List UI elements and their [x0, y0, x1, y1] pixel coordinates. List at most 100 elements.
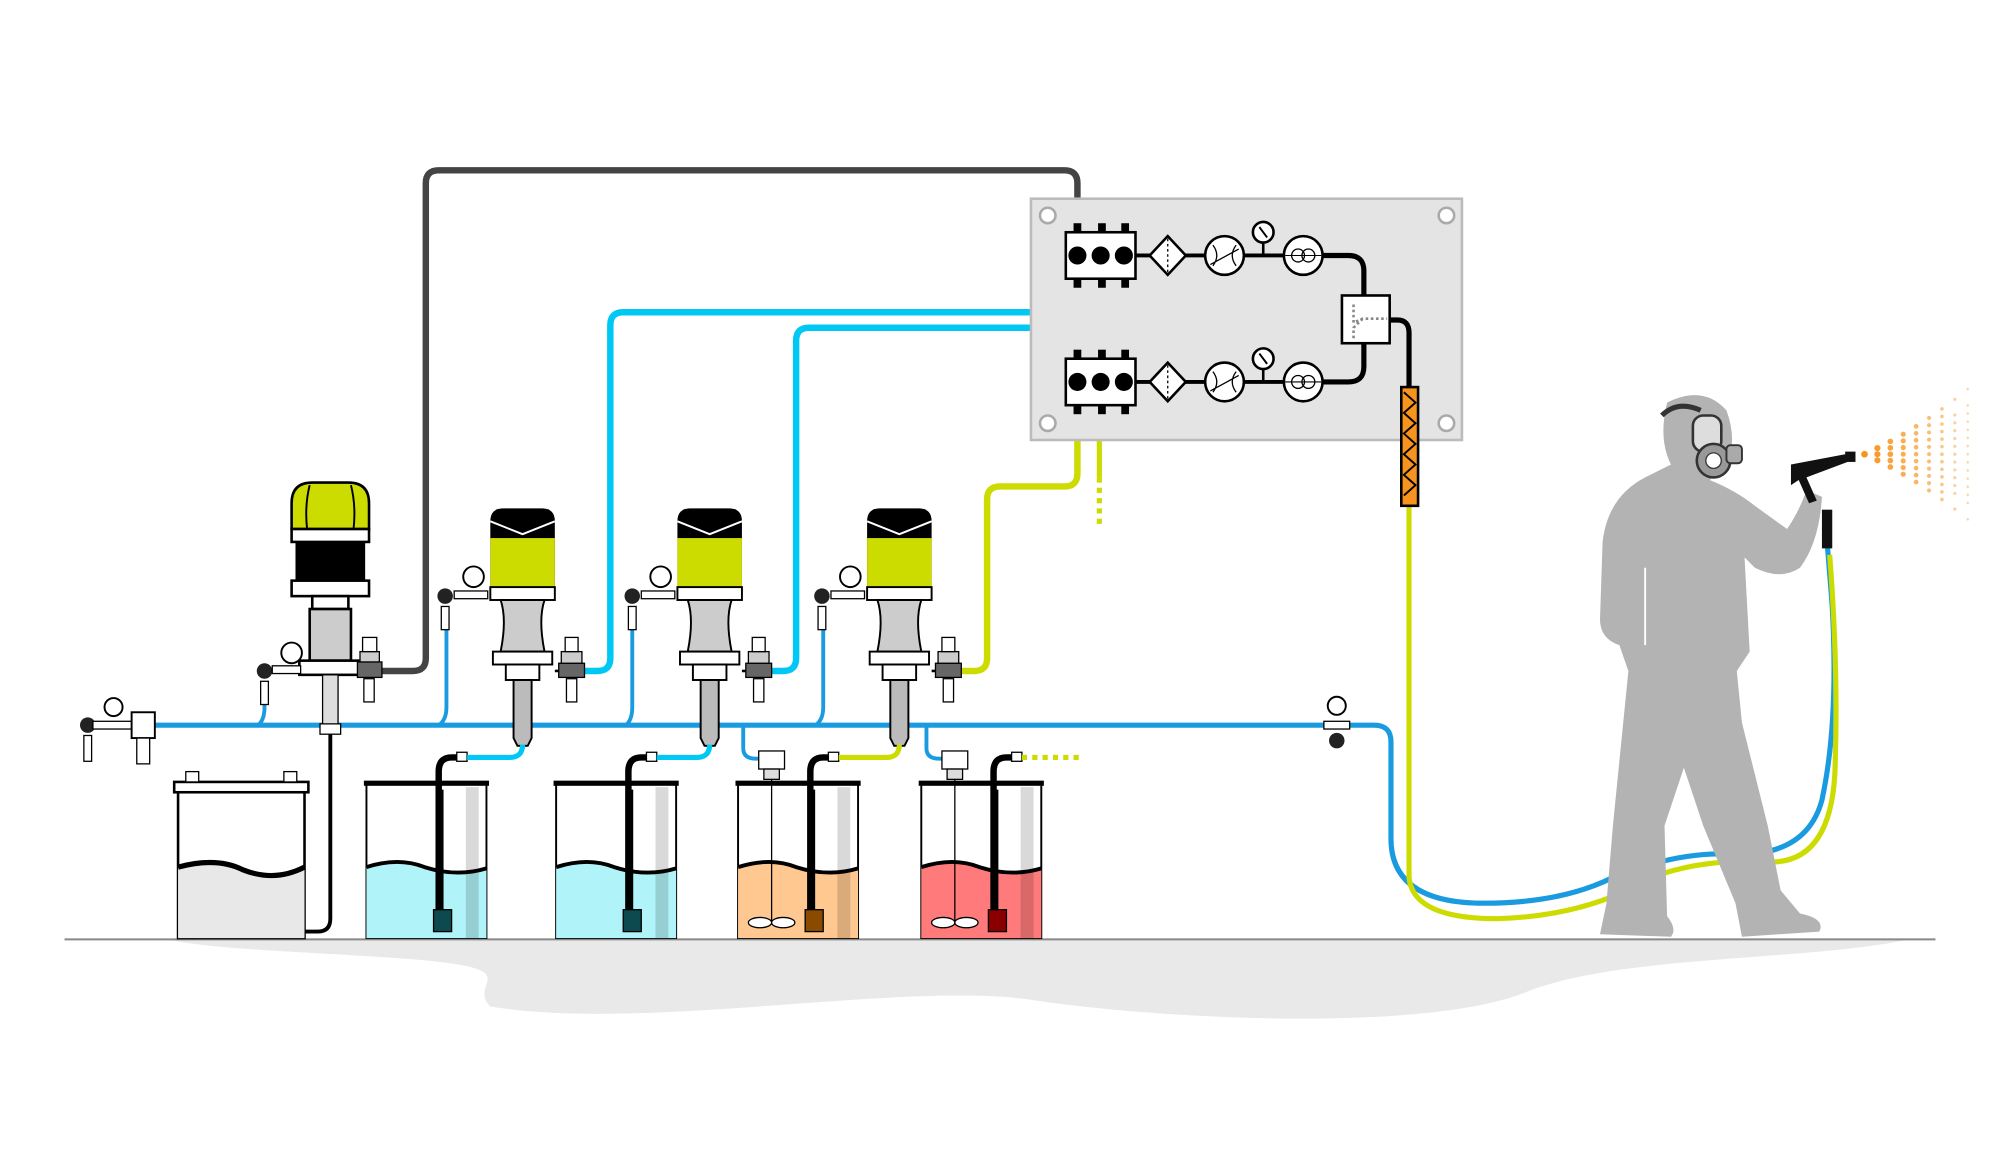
agitator-icon	[747, 750, 796, 929]
mix-manifold-icon	[1064, 349, 1137, 415]
spray-droplet	[1926, 466, 1932, 471]
spray-droplet	[1966, 387, 1970, 391]
spray-droplet	[1940, 482, 1944, 487]
spray-droplet	[1913, 472, 1919, 478]
spray-droplet	[1940, 429, 1944, 434]
material-line-3	[957, 402, 1081, 675]
spray-droplet	[1953, 397, 1957, 401]
spray-droplet	[1900, 438, 1906, 444]
spray-droplet	[1940, 475, 1944, 479]
spray-droplet	[1913, 430, 1919, 436]
spray-gun-icon	[1790, 451, 1856, 549]
tank-5	[918, 750, 1082, 940]
spray-droplet	[1887, 438, 1894, 445]
spray-droplet	[1900, 464, 1906, 471]
spray-droplet	[1913, 458, 1919, 464]
spray-droplet	[1953, 444, 1957, 448]
spray-droplet	[1953, 460, 1957, 464]
spray-droplet	[1966, 501, 1970, 505]
spray-droplet	[1926, 430, 1932, 435]
spray-droplet	[1966, 420, 1970, 423]
spray-droplet	[1953, 413, 1957, 417]
tank-1	[172, 770, 310, 940]
spray-droplet	[1874, 451, 1881, 458]
pressure-gauge-icon	[1323, 695, 1351, 749]
spray-droplet	[1861, 450, 1868, 458]
pressure-gauge-icon	[1251, 347, 1275, 382]
spray-droplet	[1940, 422, 1944, 426]
pump-icon	[437, 508, 586, 747]
spray-droplet	[1887, 444, 1894, 451]
respirator-icon	[1660, 403, 1743, 479]
row-bottom	[1064, 347, 1324, 415]
spray-droplet	[1913, 451, 1919, 457]
spray-droplet	[1953, 507, 1957, 511]
pump-icon	[814, 508, 962, 747]
spray-droplet	[1966, 428, 1970, 432]
spray-droplet	[1953, 483, 1957, 488]
spray-droplet	[1926, 437, 1932, 442]
tank-2	[363, 744, 526, 940]
spray-droplet	[1913, 437, 1919, 443]
spray-droplet	[1966, 493, 1970, 497]
static-mixer-icon	[1400, 385, 1420, 508]
spray-droplet	[1953, 436, 1957, 441]
spray-droplet	[1940, 414, 1944, 419]
spray-droplet	[1913, 424, 1919, 429]
row-top	[1064, 220, 1324, 288]
spray-droplet	[1926, 488, 1932, 493]
floor-shadow	[167, 939, 1910, 1019]
spray-droplet	[1940, 452, 1944, 456]
control-panel	[1029, 197, 1464, 442]
filter-icon	[1147, 360, 1188, 404]
spray-droplet	[1966, 485, 1970, 489]
spray-droplet	[1913, 444, 1919, 450]
pressure-gauge-icon	[1251, 220, 1275, 256]
spray-droplet	[1940, 437, 1944, 441]
regulator-icon	[80, 697, 156, 765]
spray-droplet	[1940, 407, 1944, 411]
mix-manifold-icon	[1064, 223, 1137, 288]
spray-droplet	[1940, 444, 1944, 449]
spray-droplet	[1966, 412, 1970, 415]
spray-droplet	[1940, 467, 1944, 472]
spray-droplet	[1926, 444, 1932, 449]
spray-droplet	[1913, 479, 1919, 485]
spray-droplet	[1900, 458, 1906, 464]
spray-droplet	[1900, 431, 1906, 437]
spray-droplet	[1926, 481, 1932, 486]
spray-droplet	[1953, 476, 1957, 480]
agitator-icon	[930, 750, 979, 929]
spray-droplet	[1966, 461, 1970, 464]
pump-icon	[256, 481, 383, 934]
lime-hose	[1406, 505, 1839, 922]
spray-droplet	[1926, 423, 1932, 428]
spray-droplet	[1887, 457, 1894, 464]
filter-icon	[1147, 234, 1188, 277]
spray-droplet	[1887, 451, 1894, 458]
spray-droplet	[1966, 404, 1970, 407]
pump-icon	[624, 508, 773, 747]
spray-droplet	[1953, 468, 1957, 472]
mix-block-icon	[1340, 294, 1391, 345]
spray-droplet	[1940, 490, 1944, 494]
material-line-1	[580, 276, 1081, 675]
spray-droplet	[1966, 436, 1970, 440]
spray-droplet	[1874, 457, 1881, 464]
spray-droplet	[1953, 421, 1957, 425]
spray-droplet	[1926, 452, 1932, 457]
spray-droplet	[1913, 465, 1919, 471]
spray-droplet	[1940, 459, 1944, 464]
spray-droplet	[1953, 452, 1957, 456]
spray-pattern	[1861, 387, 1970, 521]
tank-4	[735, 744, 902, 940]
spray-droplet	[1966, 477, 1970, 480]
spray-droplet	[1900, 471, 1906, 477]
air-drops	[256, 606, 955, 761]
flow-meter-icon	[1282, 361, 1324, 403]
spray-droplet	[1926, 459, 1932, 464]
tank-3	[553, 744, 713, 940]
operator-figure	[1600, 395, 1822, 937]
spray-droplet	[1966, 517, 1970, 521]
spray-droplet	[1966, 452, 1970, 456]
